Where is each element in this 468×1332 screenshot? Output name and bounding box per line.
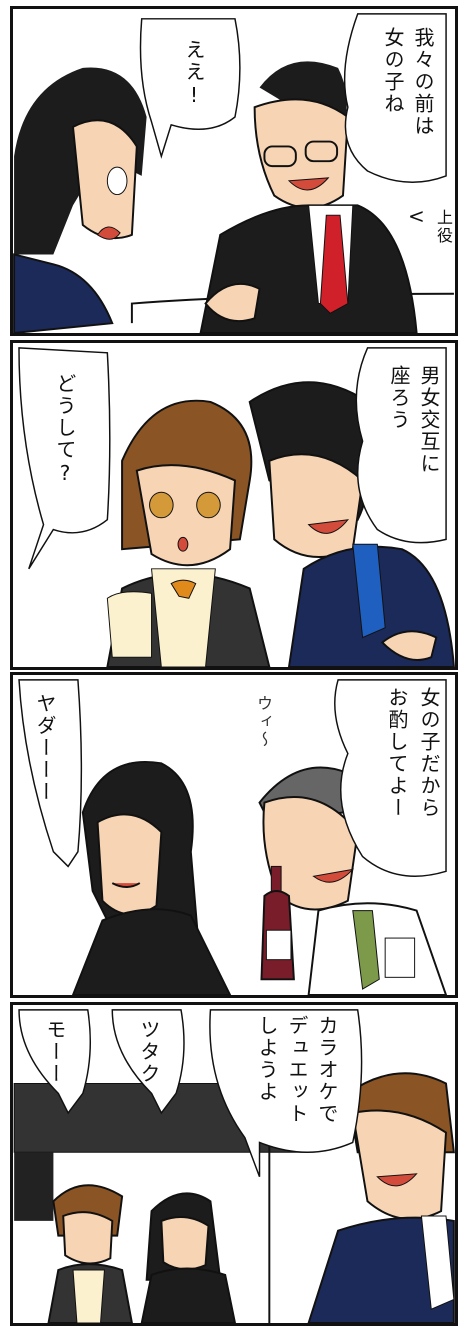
woman2-line: モーー — [43, 1019, 67, 1085]
comic-panel-4: カラオケで デュエット しようよ ツタク モーー — [10, 1002, 458, 1326]
boss-line-1: 我々の前は — [411, 27, 435, 137]
woman-speech-bubble — [18, 347, 111, 570]
boss-line-2: 座ろう — [387, 365, 411, 431]
woman1-speech-bubble — [111, 1009, 185, 1115]
boss-speech-bubble — [334, 679, 447, 877]
boss-figure — [258, 766, 448, 995]
comic-panel-3: 女の子だから お酌してよー ヤダーーー ウィ〜 — [10, 672, 458, 998]
boss-speech-bubble — [209, 1009, 363, 1178]
woman1-line: ツタク — [137, 1019, 161, 1085]
comic-panel-2: 男女交互に 座ろう どうして? — [10, 340, 458, 670]
boss-line-1: カラオケで — [315, 1015, 339, 1125]
boss-speech-bubble — [355, 347, 447, 544]
boss-line-2: デュエット — [285, 1015, 309, 1125]
boss-speech-bubble — [343, 13, 447, 183]
woman-line: ええ! — [182, 39, 206, 109]
woman-figure — [106, 399, 271, 667]
wine-bottle — [260, 865, 295, 981]
caption-arrow: < — [408, 204, 425, 228]
woman-speech-bubble — [18, 679, 83, 868]
woman-figure-brown-hair — [47, 1184, 133, 1323]
woman-figure — [71, 761, 232, 995]
woman-speech-bubble — [139, 18, 241, 159]
woman-line: どうして? — [53, 373, 77, 487]
boss-line-1: 男女交互に — [417, 365, 441, 475]
boss-line-2: お酌してよー — [385, 687, 409, 819]
panel-3-artwork — [18, 679, 448, 995]
woman-figure — [13, 67, 147, 333]
boss-figure — [248, 381, 455, 667]
comic-panel-1: 我々の前は 女の子ね ええ! 上役 < — [10, 6, 458, 336]
boss-figure — [199, 61, 418, 333]
panel-4-artwork — [13, 1009, 455, 1323]
boss-line-2: 女の子ね — [381, 27, 405, 115]
panel-2-artwork — [18, 347, 455, 667]
woman2-speech-bubble — [18, 1009, 92, 1115]
boss-line-1: 女の子だから — [417, 687, 441, 819]
panel-1-artwork — [13, 13, 454, 333]
boss-figure — [307, 1072, 455, 1323]
woman-line: ヤダーーー — [33, 693, 57, 803]
sfx-text: ウィ〜 — [254, 695, 273, 749]
caption-note: 上役 — [434, 209, 453, 245]
woman-figure-black-hair — [140, 1192, 236, 1323]
boss-line-3: しようよ — [255, 1015, 279, 1103]
